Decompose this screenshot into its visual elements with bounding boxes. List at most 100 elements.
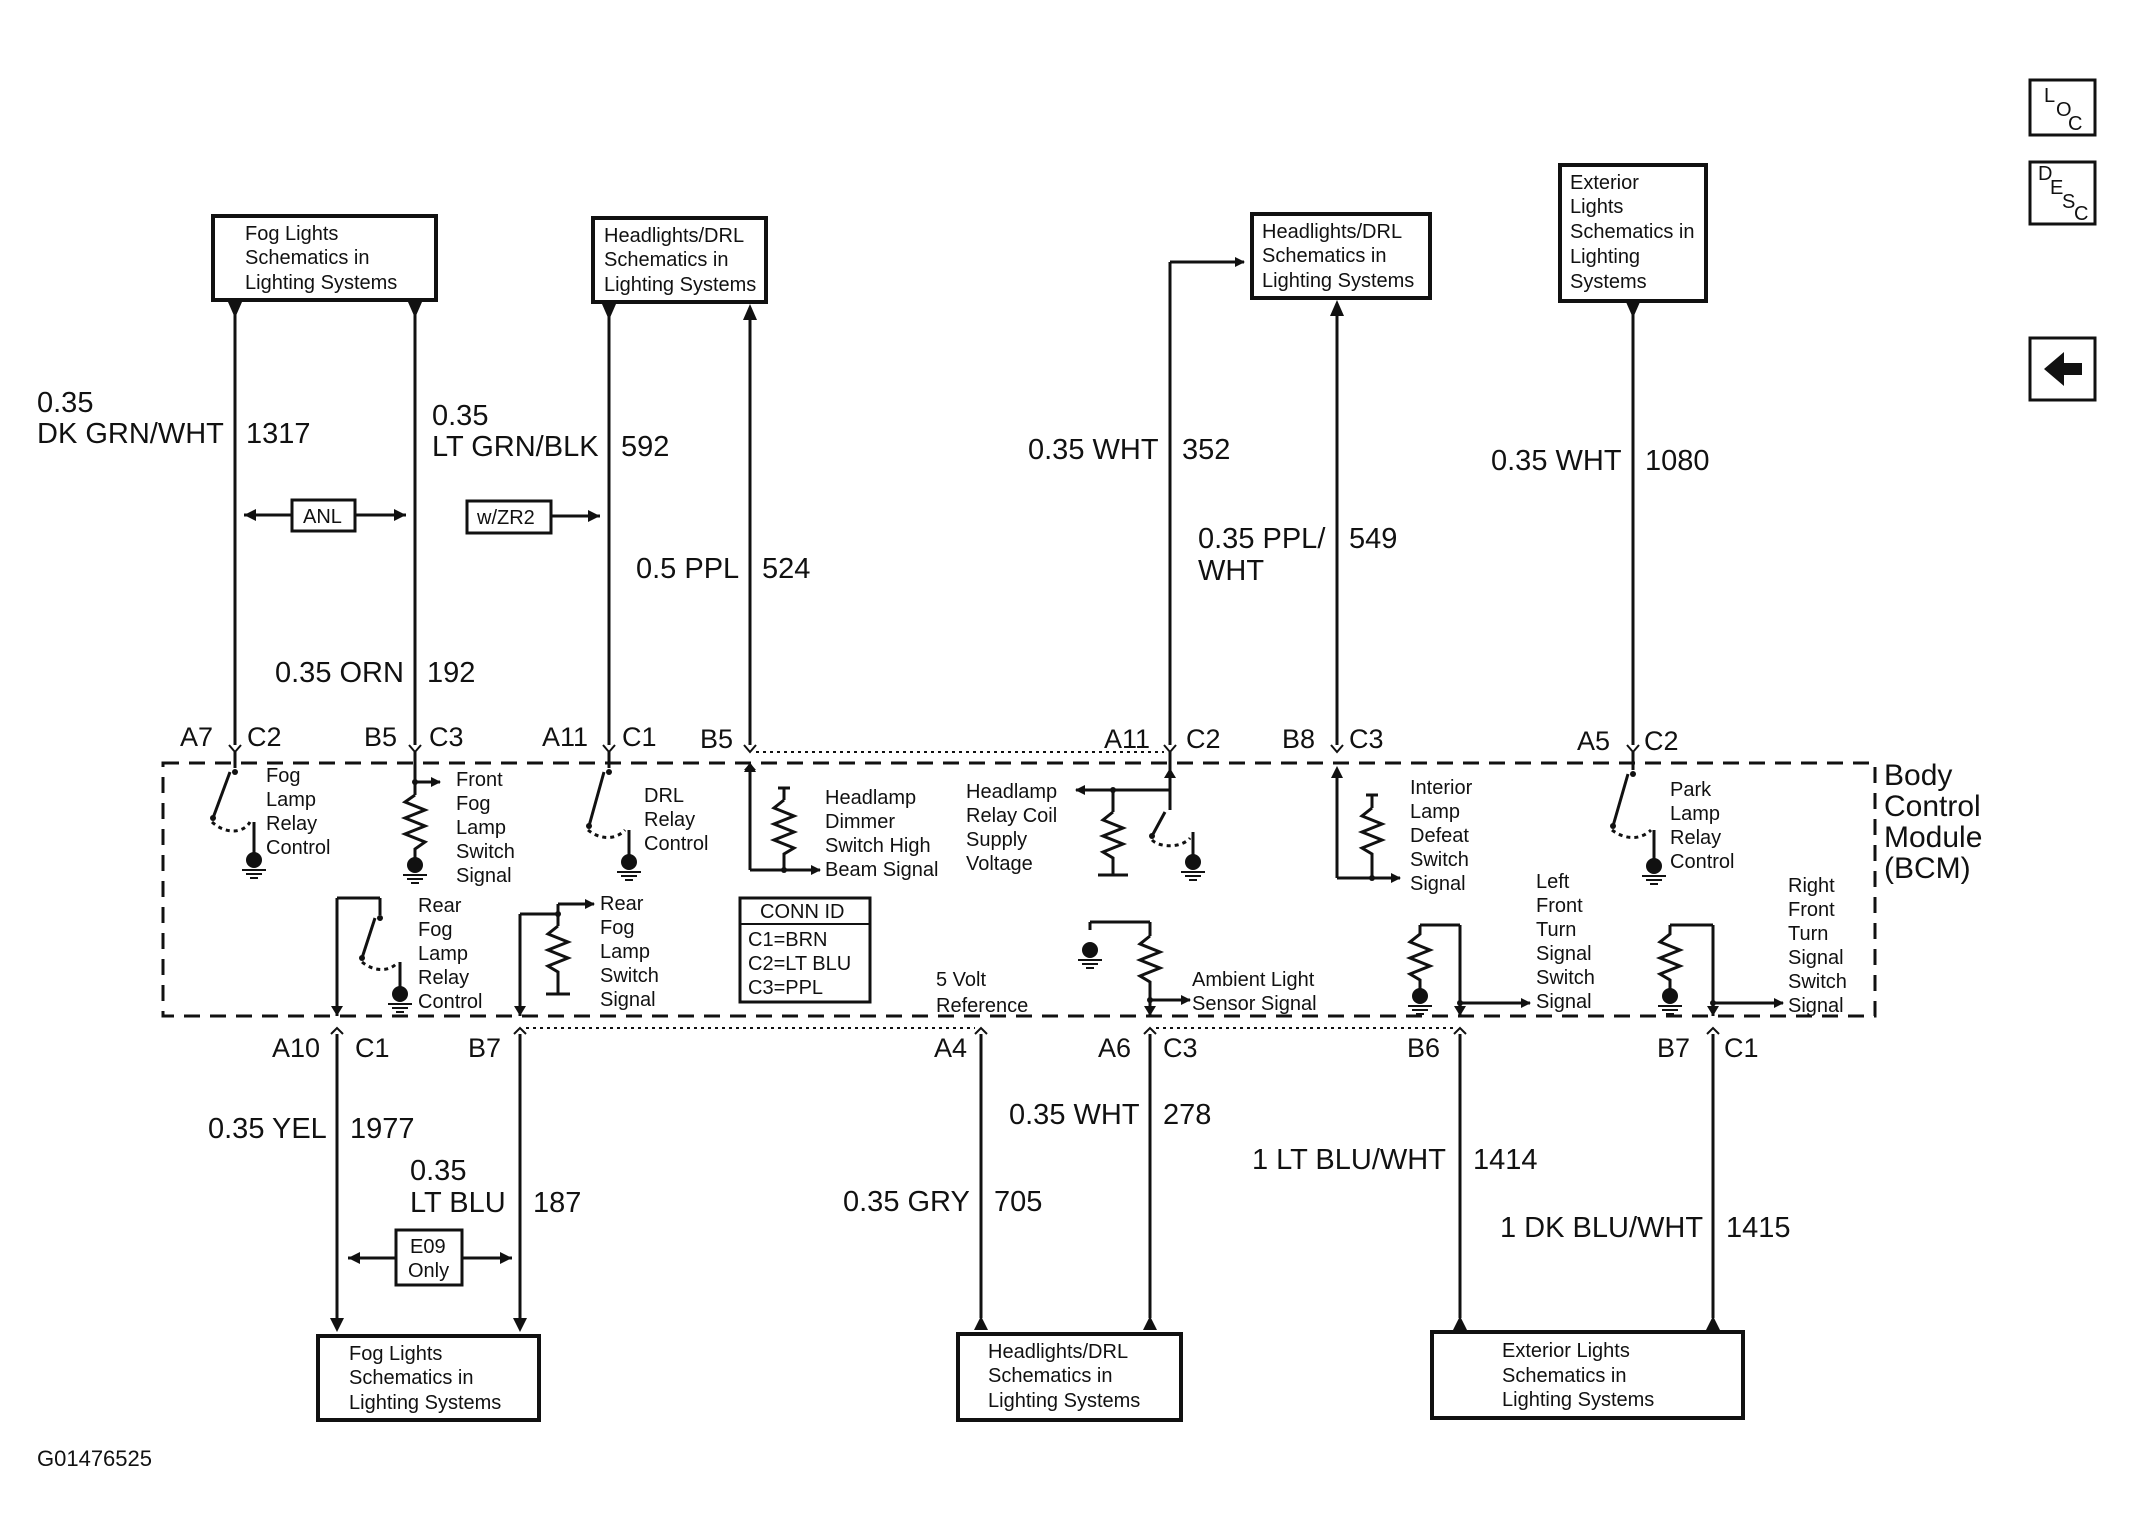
svg-text:Signal: Signal bbox=[600, 989, 656, 1011]
top-box-fog-lights[interactable]: Fog Lights Schematics in Lighting System… bbox=[211, 214, 438, 302]
top-wires bbox=[233, 257, 1635, 745]
svg-text:Lighting Systems: Lighting Systems bbox=[604, 274, 756, 296]
loc-button[interactable]: L O C bbox=[2028, 78, 2097, 137]
svg-text:LT BLU: LT BLU bbox=[410, 1187, 506, 1219]
svg-text:Fog: Fog bbox=[600, 917, 634, 939]
svg-text:Schematics in: Schematics in bbox=[1262, 245, 1387, 267]
top-box-exterior-lights[interactable]: Exterior Lights Schematics in Lighting S… bbox=[1558, 163, 1708, 303]
svg-text:Lamp: Lamp bbox=[456, 817, 506, 839]
svg-text:Headlamp: Headlamp bbox=[825, 787, 916, 809]
svg-text:Schematics in: Schematics in bbox=[349, 1367, 474, 1389]
wire-278: 0.35 WHT 278 bbox=[1009, 1099, 1211, 1131]
svg-text:Relay: Relay bbox=[266, 813, 317, 835]
svg-text:Lighting Systems: Lighting Systems bbox=[1262, 270, 1414, 292]
svg-text:C2: C2 bbox=[1644, 726, 1679, 756]
svg-text:Signal: Signal bbox=[1410, 873, 1466, 895]
wire-1414: 1 LT BLU/WHT 1414 bbox=[1252, 1144, 1538, 1176]
wire-705: 0.35 GRY 705 bbox=[843, 1186, 1042, 1218]
fn-right-front-turn: Right Front Turn Signal Switch Signal bbox=[1788, 875, 1847, 1017]
svg-text:B7: B7 bbox=[1657, 1033, 1690, 1063]
svg-text:ANL: ANL bbox=[303, 506, 342, 528]
svg-text:Headlamp: Headlamp bbox=[966, 781, 1057, 803]
svg-text:Switch: Switch bbox=[1410, 849, 1469, 871]
bottom-box-headlights-drl[interactable]: Headlights/DRL Schematics in Lighting Sy… bbox=[956, 1332, 1183, 1422]
svg-text:C3: C3 bbox=[1163, 1033, 1198, 1063]
svg-text:Relay Coil: Relay Coil bbox=[966, 805, 1057, 827]
back-button[interactable] bbox=[2028, 336, 2097, 402]
bcm-lower-circuits bbox=[335, 896, 1784, 1016]
svg-text:WHT: WHT bbox=[1198, 555, 1264, 587]
svg-text:592: 592 bbox=[621, 431, 669, 463]
svg-text:1080: 1080 bbox=[1645, 445, 1710, 477]
svg-text:B6: B6 bbox=[1407, 1033, 1440, 1063]
svg-text:A6: A6 bbox=[1098, 1033, 1131, 1063]
bottom-box-fog-lights[interactable]: Fog Lights Schematics in Lighting System… bbox=[316, 1334, 541, 1422]
fn-dimmer-switch: Headlamp Dimmer Switch High Beam Signal bbox=[825, 787, 938, 881]
svg-text:Lamp: Lamp bbox=[600, 941, 650, 963]
svg-text:Fog Lights: Fog Lights bbox=[349, 1343, 442, 1365]
wire-1977: 0.35 YEL 1977 bbox=[208, 1113, 415, 1145]
fn-front-fog-switch: Front Fog Lamp Switch Signal bbox=[456, 769, 515, 887]
bcm-label: Body Control Module (BCM) bbox=[1884, 759, 1982, 885]
bottom-box-exterior-lights[interactable]: Exterior Lights Schematics in Lighting S… bbox=[1430, 1330, 1745, 1420]
svg-text:Control: Control bbox=[1884, 790, 1981, 823]
svg-text:0.35: 0.35 bbox=[432, 400, 488, 432]
svg-text:Lighting: Lighting bbox=[1570, 246, 1640, 268]
svg-text:Lights: Lights bbox=[1570, 196, 1623, 218]
svg-text:C3: C3 bbox=[1349, 724, 1384, 754]
fn-interior-lamp-defeat: Interior Lamp Defeat Switch Signal bbox=[1410, 777, 1473, 895]
svg-text:Switch High: Switch High bbox=[825, 835, 931, 857]
svg-text:Left: Left bbox=[1536, 871, 1570, 893]
svg-text:192: 192 bbox=[427, 657, 475, 689]
svg-text:0.35: 0.35 bbox=[410, 1155, 466, 1187]
desc-button[interactable]: D E S C bbox=[2028, 160, 2097, 226]
svg-text:524: 524 bbox=[762, 553, 810, 585]
svg-text:Switch: Switch bbox=[456, 841, 515, 863]
svg-text:Body: Body bbox=[1884, 759, 1952, 792]
svg-text:Front: Front bbox=[1536, 895, 1583, 917]
svg-text:Signal: Signal bbox=[1536, 943, 1592, 965]
svg-text:Headlights/DRL: Headlights/DRL bbox=[1262, 221, 1402, 243]
svg-text:0.35: 0.35 bbox=[37, 387, 93, 419]
loc-letter: C bbox=[2068, 113, 2082, 135]
svg-text:Schematics in: Schematics in bbox=[1502, 1365, 1627, 1387]
svg-text:A7: A7 bbox=[180, 722, 213, 752]
svg-text:DRL: DRL bbox=[644, 785, 684, 807]
svg-text:Exterior Lights: Exterior Lights bbox=[1502, 1340, 1630, 1362]
bcm-boundary bbox=[161, 761, 1877, 1018]
svg-text:Lighting Systems: Lighting Systems bbox=[245, 272, 397, 294]
wire-592: 0.35 LT GRN/BLK 592 bbox=[432, 400, 669, 463]
fn-rear-fog-relay: Rear Fog Lamp Relay Control bbox=[418, 895, 482, 1013]
svg-text:Turn: Turn bbox=[1536, 919, 1576, 941]
svg-text:Lamp: Lamp bbox=[1410, 801, 1460, 823]
svg-text:Lamp: Lamp bbox=[418, 943, 468, 965]
svg-text:187: 187 bbox=[533, 1187, 581, 1219]
wire-1080: 0.35 WHT 1080 bbox=[1491, 445, 1710, 477]
svg-text:A4: A4 bbox=[934, 1033, 967, 1063]
svg-text:Lamp: Lamp bbox=[1670, 803, 1720, 825]
svg-text:Lighting Systems: Lighting Systems bbox=[988, 1390, 1140, 1412]
svg-text:Relay: Relay bbox=[1670, 827, 1721, 849]
svg-text:w/ZR2: w/ZR2 bbox=[476, 507, 535, 529]
svg-text:Dimmer: Dimmer bbox=[825, 811, 895, 833]
svg-text:C1: C1 bbox=[1724, 1033, 1759, 1063]
svg-text:549: 549 bbox=[1349, 523, 1397, 555]
svg-text:1317: 1317 bbox=[246, 418, 311, 450]
svg-text:Fog Lights: Fog Lights bbox=[245, 223, 338, 245]
svg-text:A5: A5 bbox=[1577, 726, 1610, 756]
svg-text:Signal: Signal bbox=[1536, 991, 1592, 1013]
svg-text:Control: Control bbox=[418, 991, 482, 1013]
svg-text:Lighting Systems: Lighting Systems bbox=[1502, 1389, 1654, 1411]
top-box-headlights-drl-2[interactable]: Headlights/DRL Schematics in Lighting Sy… bbox=[1250, 212, 1432, 300]
svg-text:Control: Control bbox=[266, 837, 330, 859]
conn-id-box: CONN ID C1=BRN C2=LT BLU C3=PPL bbox=[738, 896, 872, 1004]
svg-text:A10: A10 bbox=[272, 1033, 320, 1063]
svg-text:Control: Control bbox=[644, 833, 708, 855]
svg-text:LT GRN/BLK: LT GRN/BLK bbox=[432, 431, 599, 463]
svg-text:B7: B7 bbox=[468, 1033, 501, 1063]
svg-text:0.35 WHT: 0.35 WHT bbox=[1028, 434, 1159, 466]
svg-text:5 Volt: 5 Volt bbox=[936, 969, 986, 991]
top-box-headlights-drl-1[interactable]: Headlights/DRL Schematics in Lighting Sy… bbox=[591, 216, 768, 304]
wire-352: 0.35 WHT 352 bbox=[1028, 434, 1230, 466]
